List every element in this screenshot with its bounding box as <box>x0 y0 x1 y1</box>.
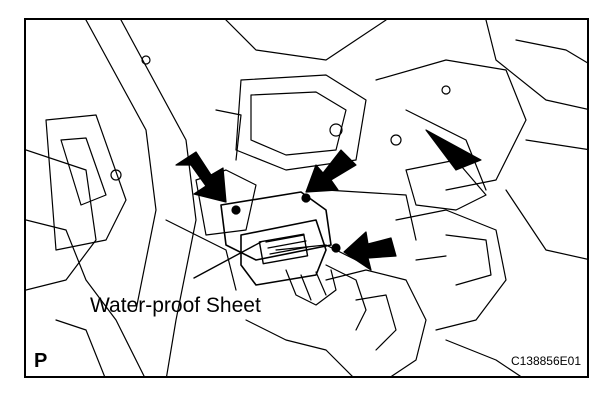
engine-bay-drawing <box>26 20 587 376</box>
figure-code: C138856E01 <box>510 354 581 368</box>
water-proof-sheet-label: Water-proof Sheet <box>90 294 261 317</box>
callout-leader-line <box>193 241 262 279</box>
background-structure <box>26 20 587 376</box>
diagram-frame: Water-proof Sheet P C138856E01 <box>24 18 589 378</box>
connector-block <box>220 191 367 331</box>
corner-mark: P <box>34 350 48 372</box>
bolt-arrows <box>175 149 397 271</box>
